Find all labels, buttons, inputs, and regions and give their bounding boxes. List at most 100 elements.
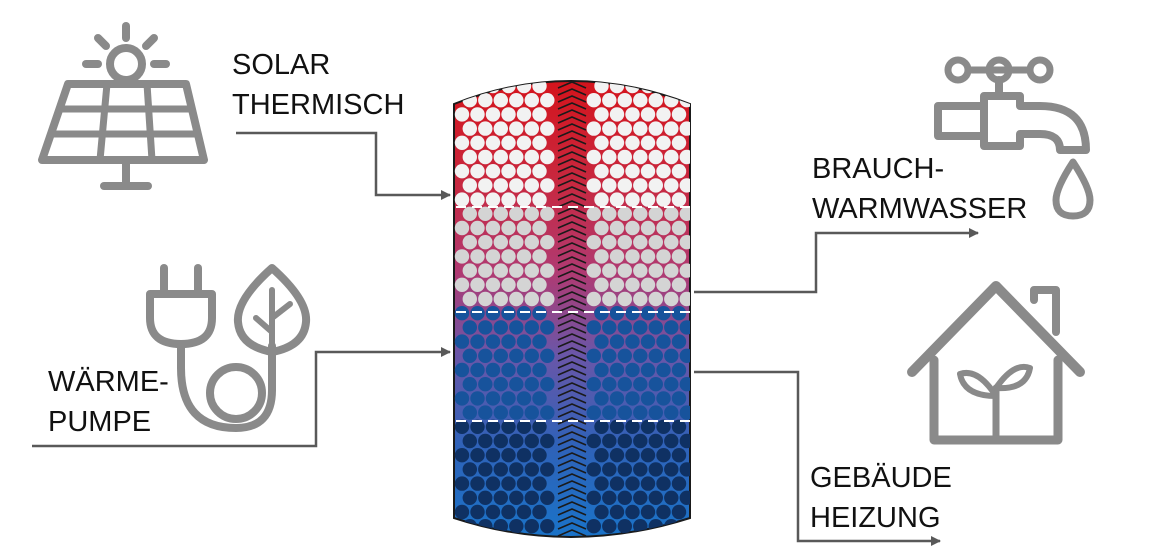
particle xyxy=(478,93,493,108)
particle xyxy=(609,277,625,292)
particle xyxy=(454,476,470,491)
particle xyxy=(524,93,539,108)
pipe-chevron xyxy=(557,284,587,292)
particle xyxy=(516,164,532,179)
particle xyxy=(656,135,671,150)
particle xyxy=(493,149,508,165)
particle xyxy=(586,348,601,363)
particle xyxy=(540,93,555,108)
particle xyxy=(640,220,656,236)
particle xyxy=(648,178,663,193)
pipe-chevron xyxy=(557,375,587,383)
particle xyxy=(594,334,609,349)
particle xyxy=(470,81,485,94)
particle xyxy=(633,206,648,221)
particle xyxy=(501,362,516,378)
solar-panel-icon xyxy=(38,22,208,190)
particle xyxy=(679,490,690,505)
particle xyxy=(625,504,640,520)
particle xyxy=(664,519,679,534)
pipe-chevron xyxy=(557,487,587,495)
particle xyxy=(470,391,485,406)
particle xyxy=(540,235,555,250)
particle xyxy=(656,277,671,292)
particle xyxy=(478,235,493,250)
particle xyxy=(454,135,470,150)
pipe-chevron xyxy=(557,368,587,376)
particle xyxy=(625,391,640,406)
particle xyxy=(602,206,617,221)
particle xyxy=(485,107,501,122)
particle xyxy=(679,263,690,278)
particle xyxy=(609,504,625,520)
particle xyxy=(586,320,601,335)
particle xyxy=(609,419,625,434)
particle xyxy=(640,192,656,207)
particle xyxy=(586,235,601,250)
particle xyxy=(586,291,601,307)
particle xyxy=(671,135,687,150)
particle xyxy=(454,277,470,292)
particle xyxy=(485,277,501,292)
particle xyxy=(509,348,524,363)
pipe-chevron xyxy=(557,354,587,362)
particle xyxy=(640,334,656,349)
particle xyxy=(679,121,690,136)
particle xyxy=(462,178,477,193)
particle xyxy=(509,149,524,165)
particle xyxy=(640,164,656,179)
particle xyxy=(609,81,625,94)
particle xyxy=(656,81,671,94)
particle xyxy=(493,433,508,449)
particle xyxy=(470,476,485,491)
particle xyxy=(671,81,687,94)
pipe-chevron xyxy=(557,144,587,152)
particle xyxy=(516,504,532,520)
particle xyxy=(648,206,663,221)
particle xyxy=(586,433,601,449)
particle xyxy=(617,433,632,449)
pipe-chevron xyxy=(557,326,587,334)
particle xyxy=(648,93,663,108)
particle xyxy=(478,405,493,420)
particle xyxy=(485,362,501,378)
pipe-chevron xyxy=(557,298,587,306)
particle xyxy=(671,362,687,378)
particle xyxy=(617,490,632,505)
pipe-chevron xyxy=(557,522,587,530)
particle xyxy=(602,462,617,477)
particle xyxy=(532,107,547,122)
particle xyxy=(656,391,671,406)
pipe-chevron xyxy=(557,235,587,243)
particle xyxy=(540,462,555,477)
particle xyxy=(633,377,648,392)
particle xyxy=(594,504,609,520)
particle xyxy=(671,476,687,491)
particle xyxy=(648,490,663,505)
particle xyxy=(509,490,524,505)
particle xyxy=(524,206,539,221)
particle xyxy=(524,263,539,278)
solar-inlet-line xyxy=(236,131,451,200)
particle xyxy=(586,462,601,477)
particle xyxy=(532,277,547,292)
particle xyxy=(602,490,617,505)
particle xyxy=(656,419,671,434)
particle xyxy=(594,81,609,94)
particle xyxy=(640,249,656,264)
particle xyxy=(540,320,555,335)
hot-water-label-line2: WARMWASSER xyxy=(812,193,1027,225)
particle xyxy=(602,320,617,335)
particle xyxy=(462,519,477,534)
particle xyxy=(602,433,617,449)
particle xyxy=(532,419,547,434)
particle xyxy=(617,462,632,477)
pipe-chevron xyxy=(557,186,587,194)
particle xyxy=(454,192,470,207)
particle xyxy=(516,81,532,94)
particle xyxy=(640,306,656,321)
particle xyxy=(532,249,547,264)
particle xyxy=(509,377,524,392)
particle xyxy=(462,93,477,108)
particle xyxy=(485,135,501,150)
